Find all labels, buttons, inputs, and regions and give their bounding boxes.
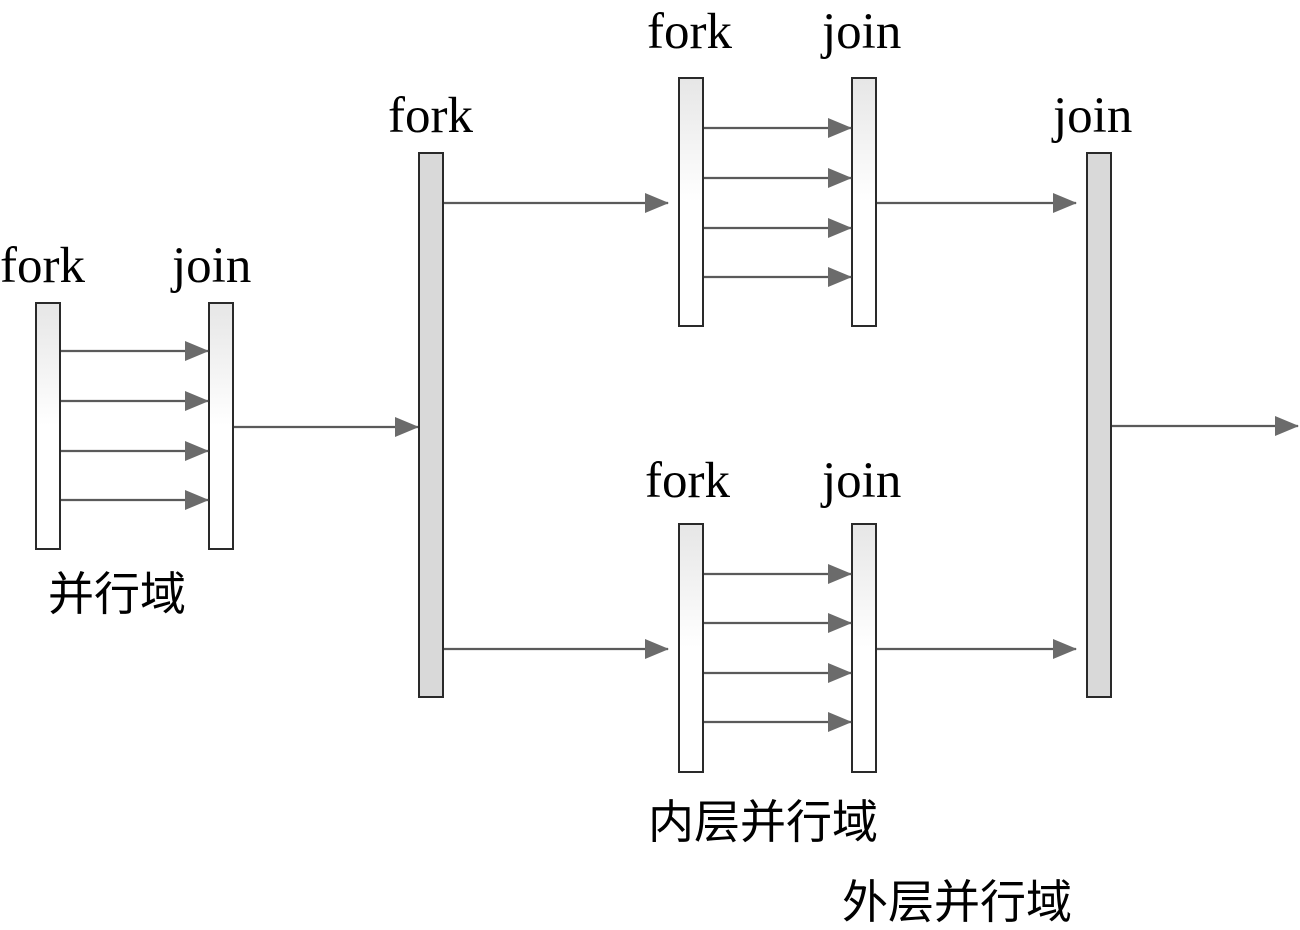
- join-bar-left: [208, 302, 234, 550]
- join-bar-inner-top: [851, 77, 877, 327]
- caption-outer-parallel-domain: 外层并行域: [842, 875, 1072, 929]
- fork-label-left: fork: [0, 238, 85, 294]
- join-label-inner-bottom: join: [820, 453, 901, 509]
- join-label-outer: join: [1051, 88, 1132, 144]
- join-bar-inner-bottom: [851, 523, 877, 773]
- join-label-inner-top: join: [820, 4, 901, 60]
- fork-bar-outer: [418, 152, 444, 698]
- join-bar-outer: [1086, 152, 1112, 698]
- caption-inner-parallel-domain: 内层并行域: [648, 795, 878, 849]
- join-label-left: join: [170, 238, 251, 294]
- fork-bar-inner-bottom: [678, 523, 704, 773]
- fork-label-outer: fork: [388, 88, 473, 144]
- fork-label-inner-top: fork: [647, 4, 732, 60]
- fork-bar-left: [35, 302, 61, 550]
- fork-label-inner-bottom: fork: [645, 453, 730, 509]
- caption-parallel-domain: 并行域: [48, 567, 186, 621]
- fork-bar-inner-top: [678, 77, 704, 327]
